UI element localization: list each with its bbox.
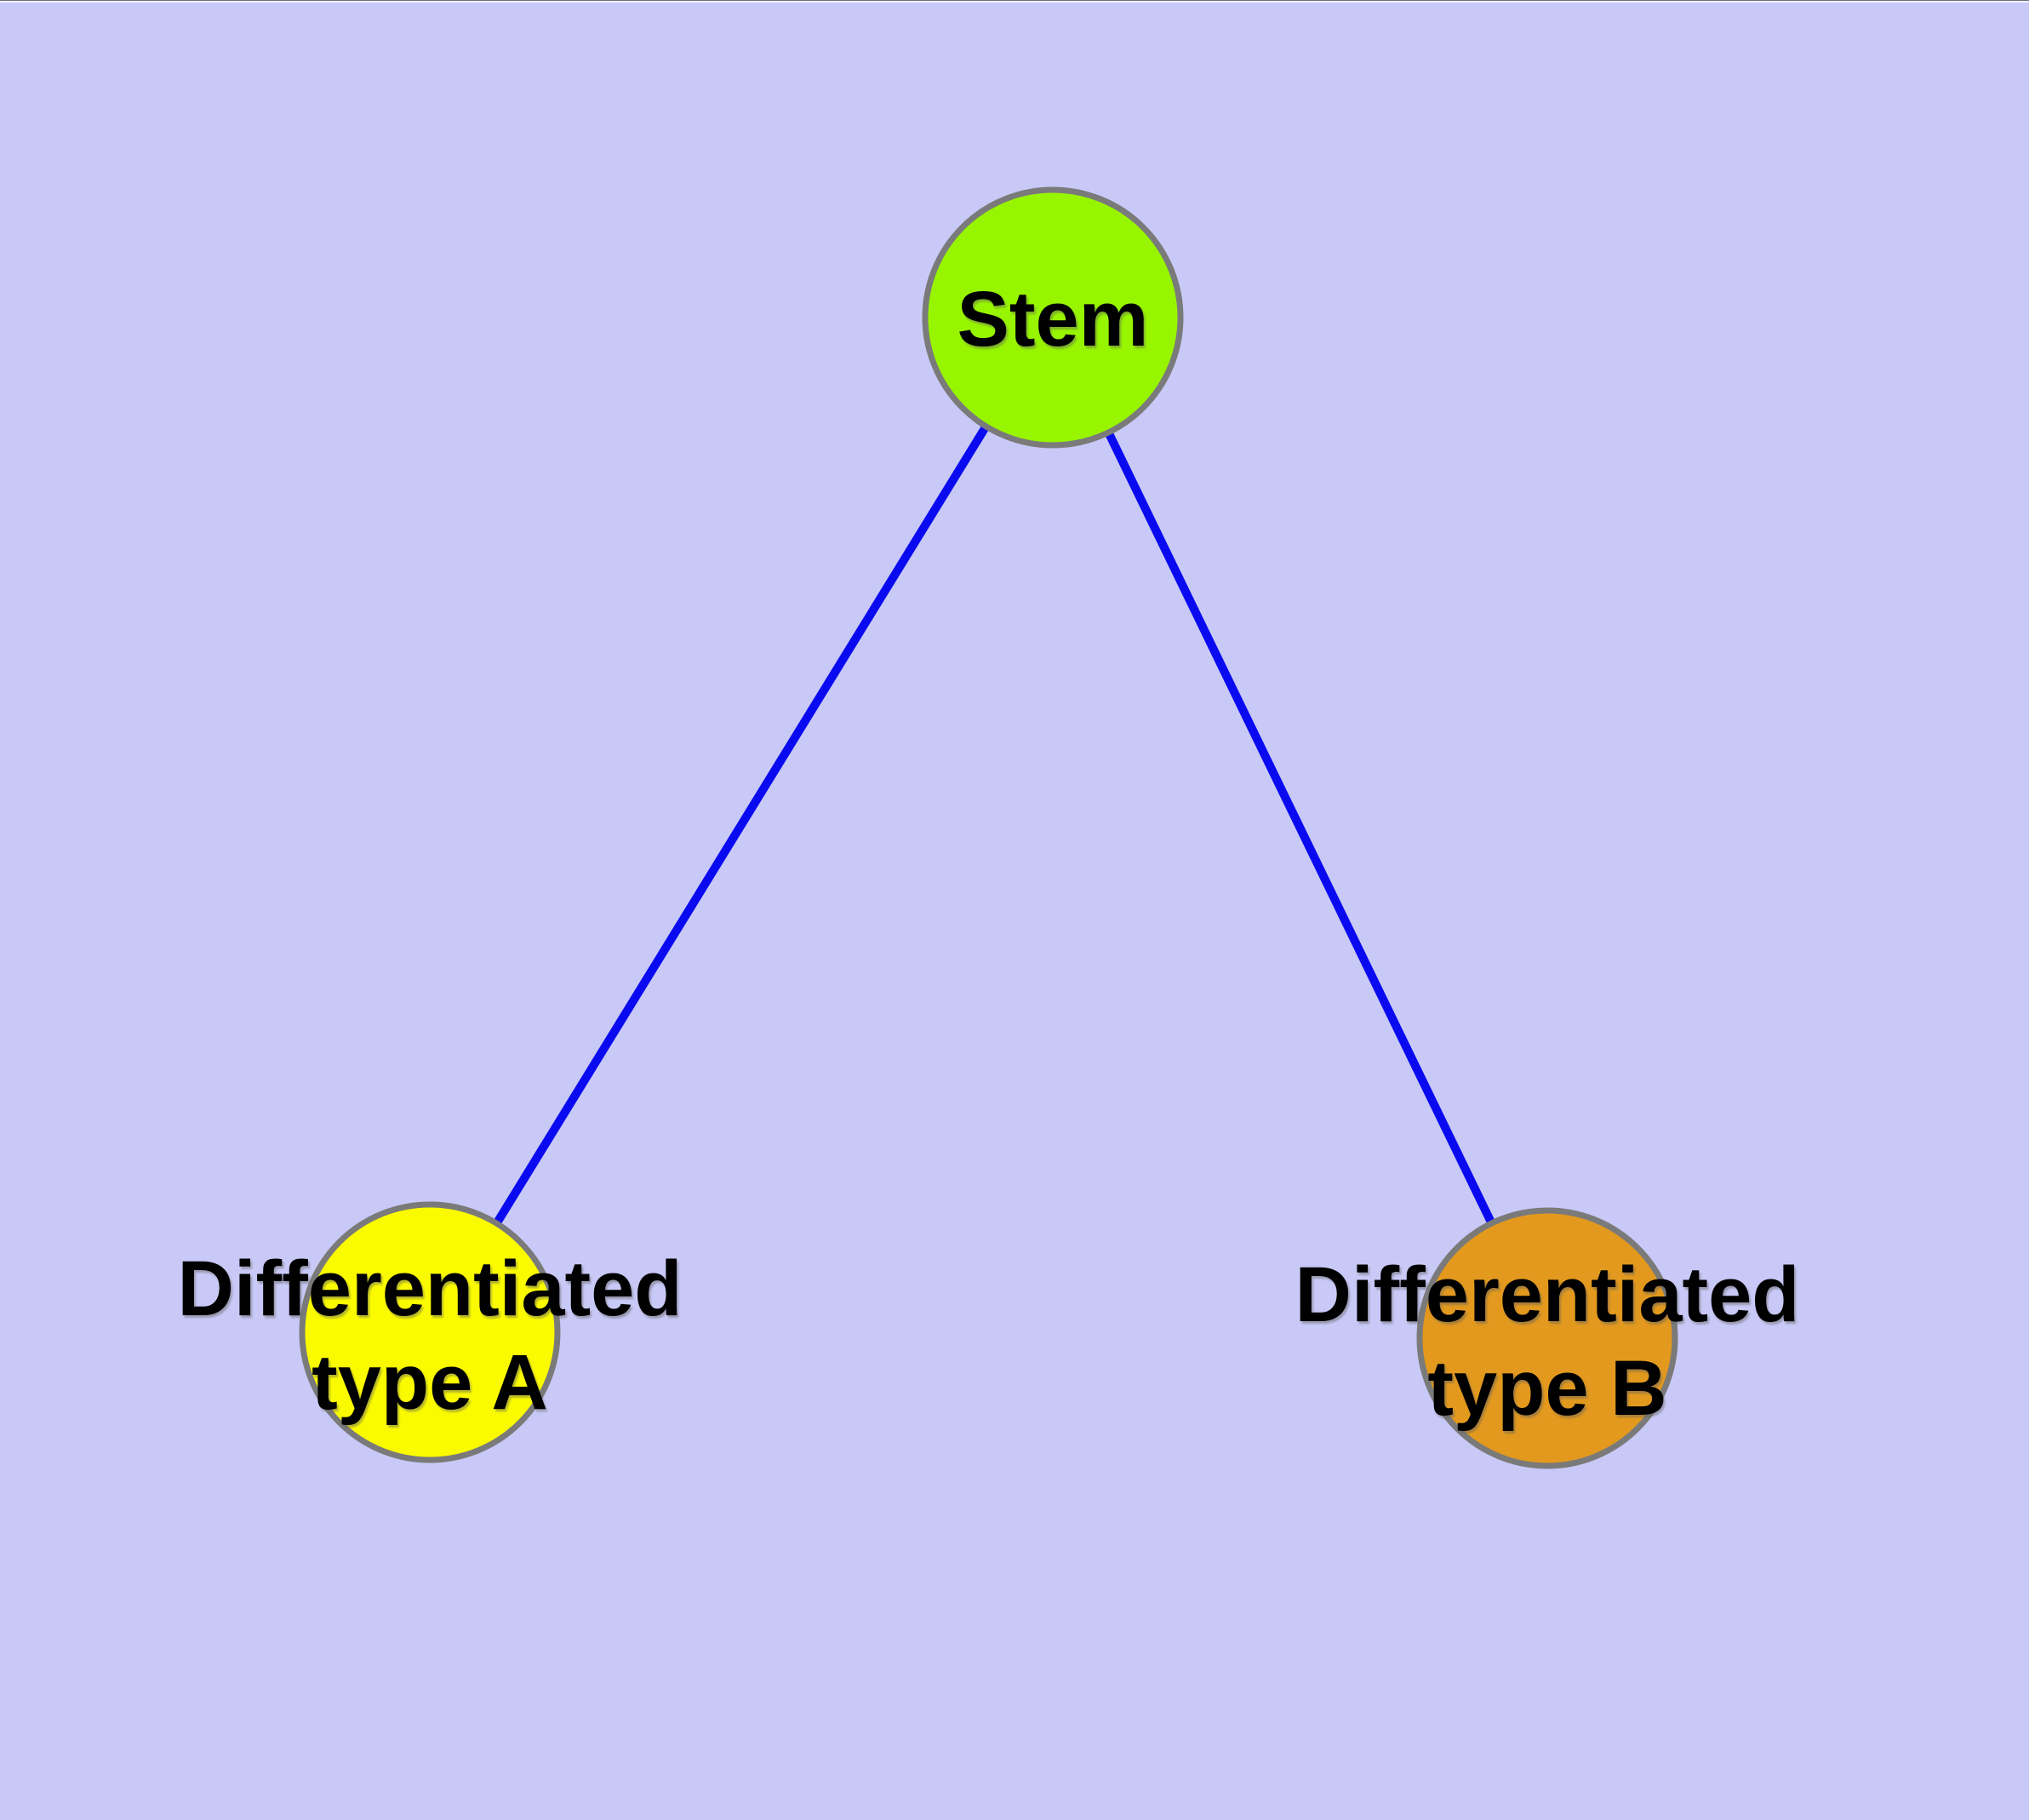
node-differentiated-type-b-label-line2: type B xyxy=(1427,1345,1666,1432)
edge-stem-to-type-a xyxy=(426,315,1057,1335)
node-differentiated-type-b-circle xyxy=(1416,1207,1678,1469)
node-differentiated-type-a-circle xyxy=(299,1201,561,1463)
node-differentiated-type-a-label-line1: Differentiated xyxy=(178,1245,683,1332)
node-stem-circle xyxy=(922,186,1184,449)
node-differentiated-type-a-label-line2: type A xyxy=(311,1339,548,1426)
node-differentiated-type-b-label-line1: Differentiated xyxy=(1295,1251,1800,1338)
canvas-top-highlight xyxy=(0,1,2029,3)
node-stem-label: Stem xyxy=(957,276,1149,363)
canvas-top-border xyxy=(0,0,2029,1)
edge-stem-to-type-b xyxy=(1049,315,1552,1341)
